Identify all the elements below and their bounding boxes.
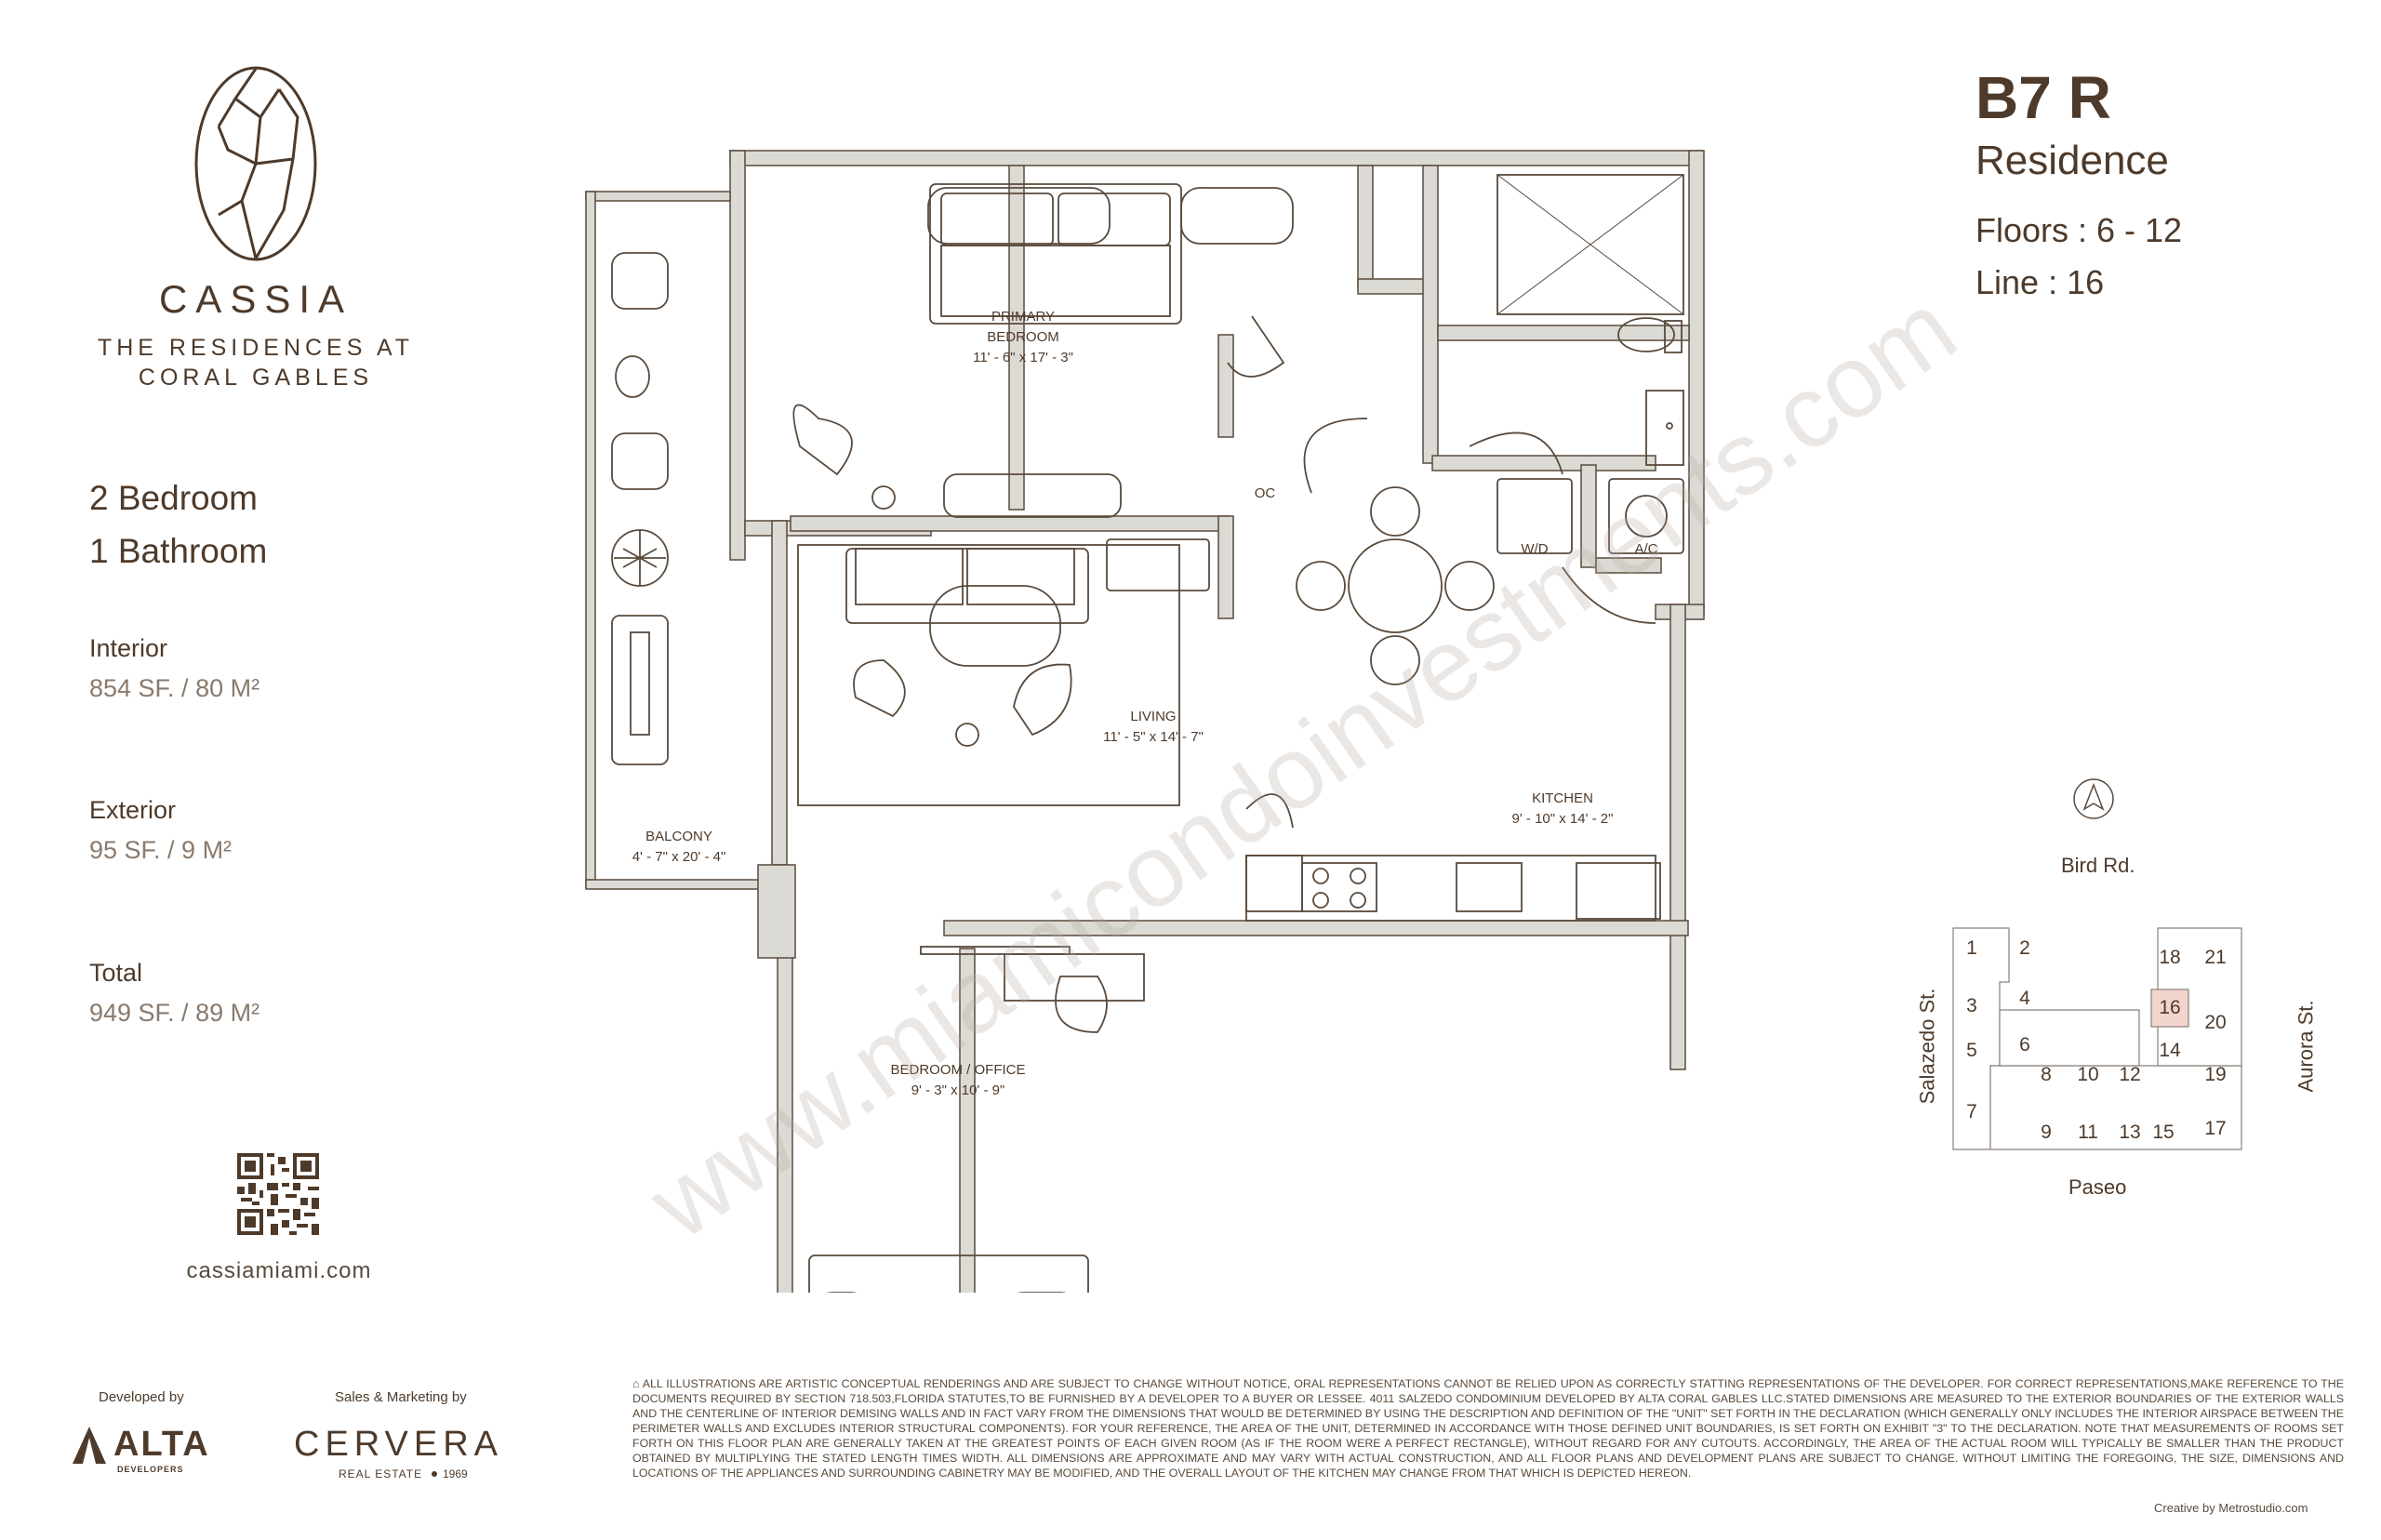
key-unit-14: 14 — [2159, 1040, 2181, 1061]
living-name: LIVING — [1130, 709, 1177, 724]
alta-logo: ALTA DEVELOPERS — [71, 1421, 247, 1477]
credit-line: Creative by Metrostudio.com — [2154, 1501, 2308, 1515]
developed-by-label: Developed by — [99, 1389, 184, 1405]
office-name: BEDROOM / OFFICE — [890, 1062, 1026, 1078]
key-unit-2: 2 — [2019, 937, 2030, 959]
key-unit-7: 7 — [1966, 1101, 1977, 1122]
north-arrow-icon — [2072, 777, 2115, 820]
disclaimer-text: ALL ILLUSTRATIONS ARE ARTISTIC CONCEPTUA… — [632, 1377, 2344, 1480]
total-label: Total — [89, 959, 143, 987]
room-label-primary-bedroom: PRIMARY BEDROOM 11' - 6" x 17' - 3" — [939, 307, 1107, 368]
website-link[interactable]: cassiamiami.com — [186, 1258, 372, 1283]
legal-disclaimer: ⌂ ALL ILLUSTRATIONS ARE ARTISTIC CONCEPT… — [632, 1376, 2344, 1480]
exterior-value: 95 SF. / 9 M² — [89, 836, 233, 864]
interior-value: 854 SF. / 80 M² — [89, 674, 260, 702]
key-unit-17: 17 — [2204, 1118, 2226, 1139]
room-label-balcony: BALCONY 4' - 7" x 20' - 4" — [595, 827, 763, 868]
primary-bedroom-dim: 11' - 6" x 17' - 3" — [973, 350, 1073, 365]
road-east: Aurora St. — [2294, 1000, 2318, 1093]
cervera-sub: REAL ESTATE — [339, 1467, 423, 1480]
key-unit-15: 15 — [2152, 1122, 2174, 1143]
exterior-label: Exterior — [89, 796, 177, 824]
key-unit-4: 4 — [2019, 988, 2030, 1009]
key-unit-20: 20 — [2204, 1012, 2226, 1033]
key-unit-1: 1 — [1966, 937, 1977, 959]
brand-tagline: THE RESIDENCES AT CORAL GABLES — [74, 333, 437, 392]
key-unit-9: 9 — [2041, 1122, 2052, 1143]
qr-code[interactable] — [237, 1153, 319, 1235]
cervera-name: CERVERA — [294, 1425, 504, 1464]
road-south: Paseo — [2068, 1175, 2127, 1199]
cervera-logo: CERVERA REAL ESTATE 1969 — [294, 1425, 545, 1480]
unit-type: Residence — [1975, 138, 2169, 183]
unit-line: Line : 16 — [1975, 263, 2105, 301]
room-label-living: LIVING 11' - 5" x 14' - 7" — [1060, 707, 1246, 748]
road-west: Salazedo St. — [1915, 988, 1939, 1105]
bedroom-count: 2 Bedroom — [89, 479, 258, 517]
alta-mark-icon — [73, 1427, 106, 1464]
brand-name: CASSIA — [158, 277, 353, 321]
living-dim: 11' - 5" x 14' - 7" — [1103, 729, 1204, 745]
key-unit-6: 6 — [2019, 1034, 2030, 1055]
room-label-kitchen: KITCHEN 9' - 10" x 14' - 2" — [1470, 789, 1656, 830]
room-label-office: BEDROOM / OFFICE 9' - 3" x 10' - 9" — [856, 1060, 1060, 1101]
bathroom-count: 1 Bathroom — [89, 532, 268, 570]
cassia-leaf-logo — [191, 61, 321, 266]
equal-housing-icon: ⌂ — [632, 1377, 643, 1390]
interior-label: Interior — [89, 634, 168, 662]
tagline-line1: THE RESIDENCES AT — [97, 335, 415, 361]
key-unit-13: 13 — [2119, 1122, 2140, 1143]
office-dim: 9' - 3" x 10' - 9" — [911, 1082, 1005, 1098]
room-label-ac: A/C — [1634, 541, 1658, 557]
alta-sub: DEVELOPERS — [117, 1465, 184, 1474]
total-value: 949 SF. / 89 M² — [89, 999, 260, 1027]
kitchen-dim: 9' - 10" x 14' - 2" — [1511, 811, 1614, 827]
balcony-dim: 4' - 7" x 20' - 4" — [632, 849, 726, 865]
room-label-wd: W/D — [1521, 541, 1549, 557]
key-unit-10: 10 — [2077, 1064, 2098, 1085]
sales-by-label: Sales & Marketing by — [335, 1389, 467, 1405]
primary-bedroom-l1: PRIMARY — [991, 309, 1056, 325]
key-unit-3: 3 — [1966, 995, 1977, 1016]
cervera-year: 1969 — [443, 1467, 468, 1480]
balcony-name: BALCONY — [645, 829, 712, 844]
key-unit-18: 18 — [2159, 947, 2180, 968]
alta-name: ALTA — [113, 1425, 210, 1464]
tagline-line2: CORAL GABLES — [138, 365, 374, 391]
key-unit-19: 19 — [2204, 1064, 2226, 1085]
key-unit-16: 16 — [2159, 997, 2180, 1018]
key-unit-5: 5 — [1966, 1040, 1977, 1061]
key-plan: 1 2 3 4 5 6 7 8 9 10 11 12 13 14 15 16 1… — [1944, 926, 2251, 1159]
kitchen-name: KITCHEN — [1532, 790, 1593, 806]
road-north: Bird Rd. — [2061, 854, 2135, 877]
cervera-dot — [432, 1471, 437, 1477]
unit-code: B7 R — [1975, 64, 2111, 131]
key-unit-21: 21 — [2204, 947, 2226, 968]
key-unit-11: 11 — [2078, 1122, 2098, 1143]
room-label-oc: OC — [1254, 485, 1276, 501]
key-unit-12: 12 — [2119, 1064, 2140, 1085]
unit-floors: Floors : 6 - 12 — [1975, 211, 2183, 249]
key-unit-8: 8 — [2041, 1064, 2052, 1085]
primary-bedroom-l2: BEDROOM — [987, 329, 1059, 345]
